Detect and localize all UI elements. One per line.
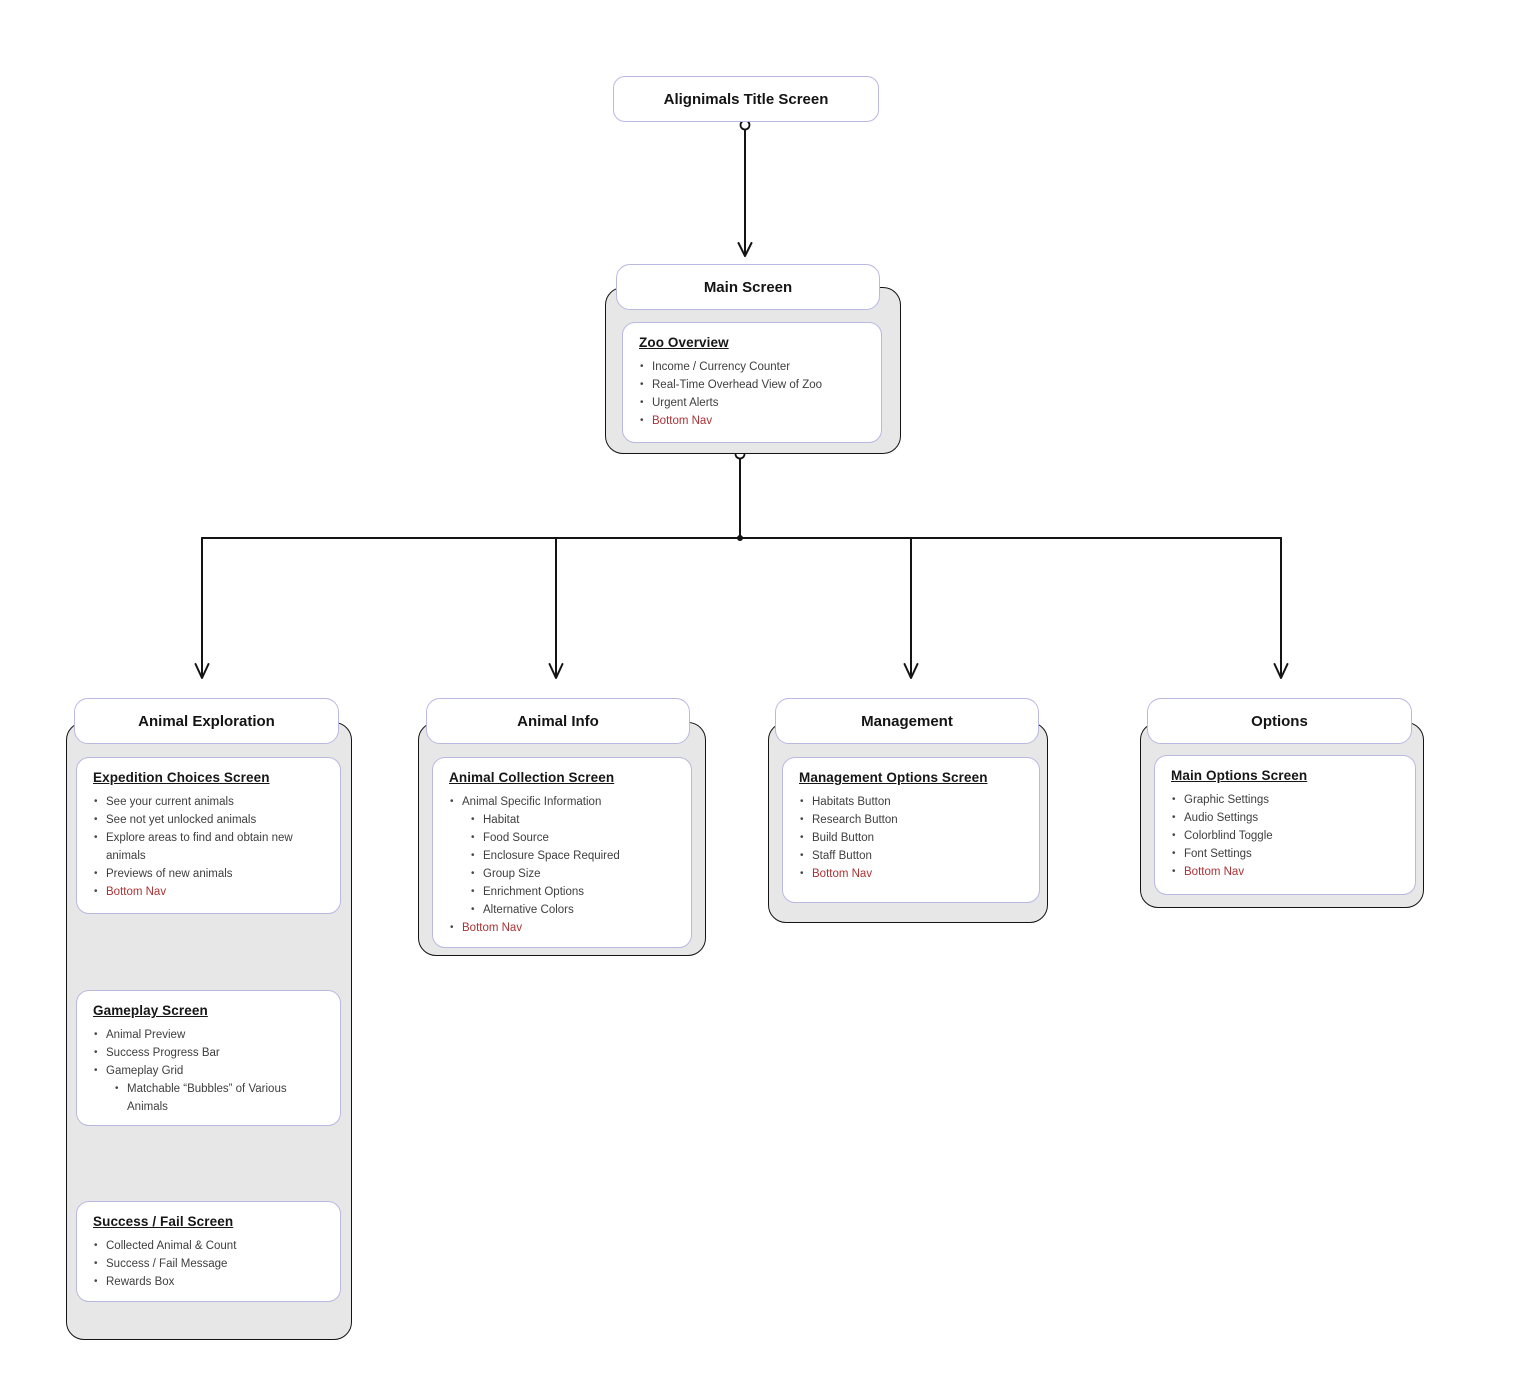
card-item-list: Animal Preview Success Progress Bar Game… bbox=[93, 1026, 328, 1116]
list-item: Previews of new animals bbox=[93, 865, 328, 883]
card-main-options-screen[interactable]: Main Options Screen Graphic Settings Aud… bbox=[1154, 755, 1416, 895]
card-heading: Zoo Overview bbox=[639, 335, 729, 350]
group-title-label: Main Screen bbox=[703, 278, 793, 296]
list-item: Matchable “Bubbles” of Various Animals bbox=[114, 1080, 328, 1116]
group-title-options[interactable]: Options bbox=[1147, 698, 1412, 744]
list-item: Collected Animal & Count bbox=[93, 1237, 328, 1255]
card-heading: Management Options Screen bbox=[799, 770, 988, 785]
list-item: Build Button bbox=[799, 829, 1027, 847]
card-item-list: Graphic Settings Audio Settings Colorbli… bbox=[1171, 791, 1403, 881]
card-heading: Success / Fail Screen bbox=[93, 1214, 234, 1229]
list-item: Income / Currency Counter bbox=[639, 358, 869, 376]
group-title-label: Animal Exploration bbox=[138, 712, 275, 730]
list-item: Graphic Settings bbox=[1171, 791, 1403, 809]
list-item: Rewards Box bbox=[93, 1273, 328, 1291]
list-item-bottom-nav: Bottom Nav bbox=[639, 412, 869, 430]
list-item: Research Button bbox=[799, 811, 1027, 829]
list-item: Animal Specific Information bbox=[449, 793, 679, 811]
card-success-fail-screen[interactable]: Success / Fail Screen Collected Animal &… bbox=[76, 1201, 341, 1302]
card-animal-collection-screen[interactable]: Animal Collection Screen Animal Specific… bbox=[432, 757, 692, 948]
card-heading: Gameplay Screen bbox=[93, 1003, 208, 1018]
list-item: Colorblind Toggle bbox=[1171, 827, 1403, 845]
list-item-bottom-nav: Bottom Nav bbox=[799, 865, 1027, 883]
list-item: Habitats Button bbox=[799, 793, 1027, 811]
card-heading: Animal Collection Screen bbox=[449, 770, 615, 785]
list-item: Habitat bbox=[470, 811, 679, 829]
list-item: Enrichment Options bbox=[470, 883, 679, 901]
list-item: Group Size bbox=[470, 865, 679, 883]
list-item: Explore areas to find and obtain new ani… bbox=[93, 829, 328, 865]
card-heading: Expedition Choices Screen bbox=[93, 770, 270, 785]
group-title-management[interactable]: Management bbox=[775, 698, 1039, 744]
connector-title-to-main bbox=[737, 119, 753, 257]
list-item: Real-Time Overhead View of Zoo bbox=[639, 376, 869, 394]
list-item: Animal Preview bbox=[93, 1026, 328, 1044]
group-title-label: Management bbox=[861, 712, 953, 730]
list-item: Success Progress Bar bbox=[93, 1044, 328, 1062]
list-item: Audio Settings bbox=[1171, 809, 1403, 827]
list-item: Alternative Colors bbox=[470, 901, 679, 919]
card-item-list: Habitats Button Research Button Build Bu… bbox=[799, 793, 1027, 883]
list-item: Urgent Alerts bbox=[639, 394, 869, 412]
list-item: Enclosure Space Required bbox=[470, 847, 679, 865]
card-zoo-overview[interactable]: Zoo Overview Income / Currency Counter R… bbox=[622, 322, 882, 443]
list-item: Food Source bbox=[470, 829, 679, 847]
group-title-label: Animal Info bbox=[517, 712, 599, 730]
group-title-label: Options bbox=[1251, 712, 1308, 730]
card-management-options-screen[interactable]: Management Options Screen Habitats Butto… bbox=[782, 757, 1040, 903]
list-item: Font Settings bbox=[1171, 845, 1403, 863]
connector-main-to-sections bbox=[194, 448, 1289, 679]
group-title-animal-exploration[interactable]: Animal Exploration bbox=[74, 698, 339, 744]
group-title-main-screen[interactable]: Main Screen bbox=[616, 264, 880, 310]
list-item: Staff Button bbox=[799, 847, 1027, 865]
node-title: Alignimals Title Screen bbox=[663, 90, 829, 108]
card-heading: Main Options Screen bbox=[1171, 768, 1308, 783]
node-alignimals-title-screen[interactable]: Alignimals Title Screen bbox=[613, 76, 879, 122]
card-item-list: See your current animals See not yet unl… bbox=[93, 793, 328, 901]
list-item: Gameplay Grid bbox=[93, 1062, 328, 1080]
list-item-bottom-nav: Bottom Nav bbox=[1171, 863, 1403, 881]
list-item: Success / Fail Message bbox=[93, 1255, 328, 1273]
card-item-list: Collected Animal & Count Success / Fail … bbox=[93, 1237, 328, 1291]
card-item-list: Animal Specific Information Habitat Food… bbox=[449, 793, 679, 937]
list-item-bottom-nav: Bottom Nav bbox=[449, 919, 679, 937]
list-item: See not yet unlocked animals bbox=[93, 811, 328, 829]
card-expedition-choices-screen[interactable]: Expedition Choices Screen See your curre… bbox=[76, 757, 341, 914]
group-title-animal-info[interactable]: Animal Info bbox=[426, 698, 690, 744]
card-gameplay-screen[interactable]: Gameplay Screen Animal Preview Success P… bbox=[76, 990, 341, 1126]
card-item-list: Income / Currency Counter Real-Time Over… bbox=[639, 358, 869, 430]
list-item: See your current animals bbox=[93, 793, 328, 811]
list-item-bottom-nav: Bottom Nav bbox=[93, 883, 328, 901]
